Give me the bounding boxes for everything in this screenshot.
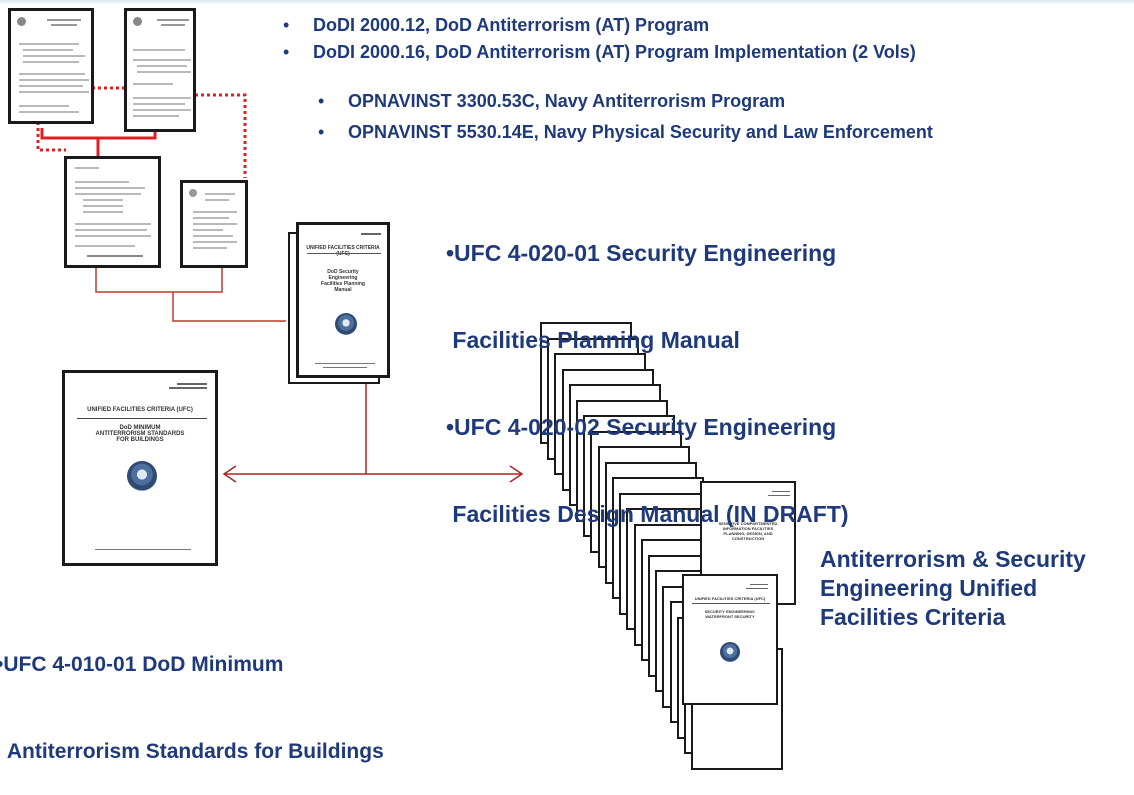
dotted-connector-right — [195, 93, 247, 178]
ufc-planning-title: DoD Security Engineering Facilities Plan… — [321, 269, 365, 293]
ufc-waterfront-header: UNIFIED FACILITIES CRITERIA (UFC) — [694, 596, 766, 601]
document-dodi-2000-12 — [8, 8, 94, 124]
ufc-4-020-label: •UFC 4-020-01 Security Engineering Facil… — [446, 240, 849, 527]
document-dodi-2000-16 — [124, 8, 196, 132]
document-ufc-waterfront: UNIFIED FACILITIES CRITERIA (UFC) SECURI… — [682, 574, 778, 705]
arrow-head-left — [222, 465, 237, 483]
document-opnavinst-5530-14e — [180, 180, 248, 268]
ufc-min-title: DoD MINIMUM ANTITERRORISM STANDARDS FOR … — [95, 425, 185, 443]
ufc-min-header: UNIFIED FACILITIES CRITERIA (UFC) — [87, 407, 193, 413]
ufc-scif-title: SENSITIVE COMPARTMENTED INFORMATION FACI… — [718, 521, 778, 541]
document-opnavinst-3300-53c — [64, 156, 161, 268]
bullet-item: •DoDI 2000.12, DoD Antiterrorism (AT) Pr… — [283, 15, 710, 35]
dod-seal-icon-3 — [720, 642, 740, 662]
ufc-4-010-01-label: •UFC 4-010-01 DoD Minimum Antiterrorism … — [0, 653, 384, 763]
top-bullet-list: •DoDI 2000.12, DoD Antiterrorism (AT) Pr… — [283, 12, 916, 66]
sub-bullet-list: •OPNAVINST 3300.53C, Navy Antiterrorism … — [318, 86, 933, 148]
ufc-waterfront-title: SECURITY ENGINEERING: WATERFRONT SECURIT… — [704, 609, 756, 619]
thin-connector-to-ufc020 — [172, 292, 286, 322]
document-ufc-4-010-01: UNIFIED FACILITIES CRITERIA (UFC) DoD MI… — [62, 370, 218, 566]
bullet-item: •DoDI 2000.16, DoD Antiterrorism (AT) Pr… — [283, 42, 916, 62]
sub-bullet-item: •OPNAVINST 3300.53C, Navy Antiterrorism … — [318, 91, 786, 111]
sub-bullet-item: •OPNAVINST 5530.14E, Navy Physical Secur… — [318, 122, 933, 142]
arrow-head-right — [509, 465, 524, 483]
ufc-planning-header: UNIFIED FACILITIES CRITERIA (UFC) — [306, 245, 380, 257]
dod-seal-icon-2 — [127, 461, 157, 491]
top-accent-line — [0, 0, 1134, 5]
dod-seal-icon — [335, 313, 357, 335]
ufc-family-label: Antiterrorism & Security Engineering Uni… — [820, 546, 1086, 630]
document-ufc-4-020-01-cover: UNIFIED FACILITIES CRITERIA (UFC) DoD Se… — [296, 222, 390, 378]
connector-lines — [36, 86, 524, 483]
thin-bracket-opnav — [95, 268, 223, 293]
